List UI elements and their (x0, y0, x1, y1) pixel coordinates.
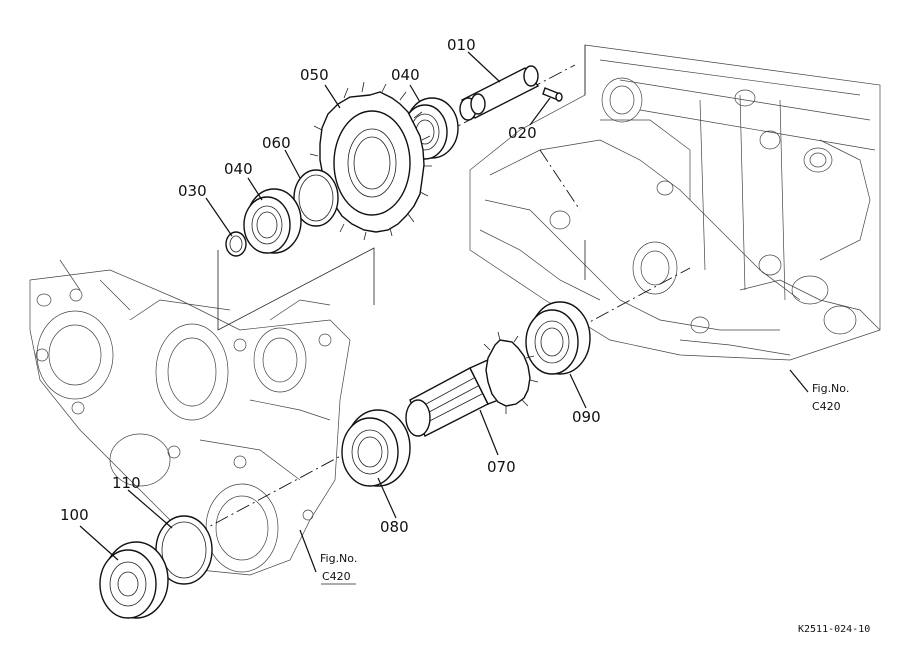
fig-ref-lower: Fig.No. C420 (320, 552, 357, 585)
part-label-020: 020 (508, 124, 537, 142)
pin-020 (542, 87, 563, 102)
part-label-060: 060 (262, 134, 291, 152)
leader-lines (79, 51, 809, 573)
part-label-040-lower: 040 (224, 160, 253, 178)
circlip-030 (225, 231, 247, 257)
snap-ring-060 (293, 169, 339, 227)
part-label-050: 050 (300, 66, 329, 84)
drawing-code: K2511-024-10 (798, 624, 870, 635)
bearing-080 (341, 409, 411, 487)
transmission-case-right (469, 44, 881, 361)
part-label-040-upper: 040 (391, 66, 420, 84)
part-label-090: 090 (572, 408, 601, 426)
fig-ref-right-code: C420 (812, 400, 841, 413)
bearing-090 (525, 301, 591, 375)
part-label-080: 080 (380, 518, 409, 536)
oil-seal-100 (99, 541, 169, 619)
fig-ref-right: Fig.No. C420 (812, 382, 849, 413)
part-label-110: 110 (112, 474, 141, 492)
gear-050 (309, 81, 432, 241)
part-label-070: 070 (487, 458, 516, 476)
fig-ref-right-prefix: Fig.No. (812, 382, 849, 395)
part-labels: 010 020 030 040 050 060 040 070 080 090 … (60, 36, 601, 536)
fig-ref-lower-prefix: Fig.No. (320, 552, 357, 565)
part-label-010: 010 (447, 36, 476, 54)
bearing-040-lower (243, 188, 302, 254)
gear-shaft-070 (405, 331, 539, 437)
part-label-100: 100 (60, 506, 89, 524)
shaft-010 (459, 65, 540, 121)
fig-ref-lower-code: C420 (322, 570, 351, 583)
part-label-030: 030 (178, 182, 207, 200)
